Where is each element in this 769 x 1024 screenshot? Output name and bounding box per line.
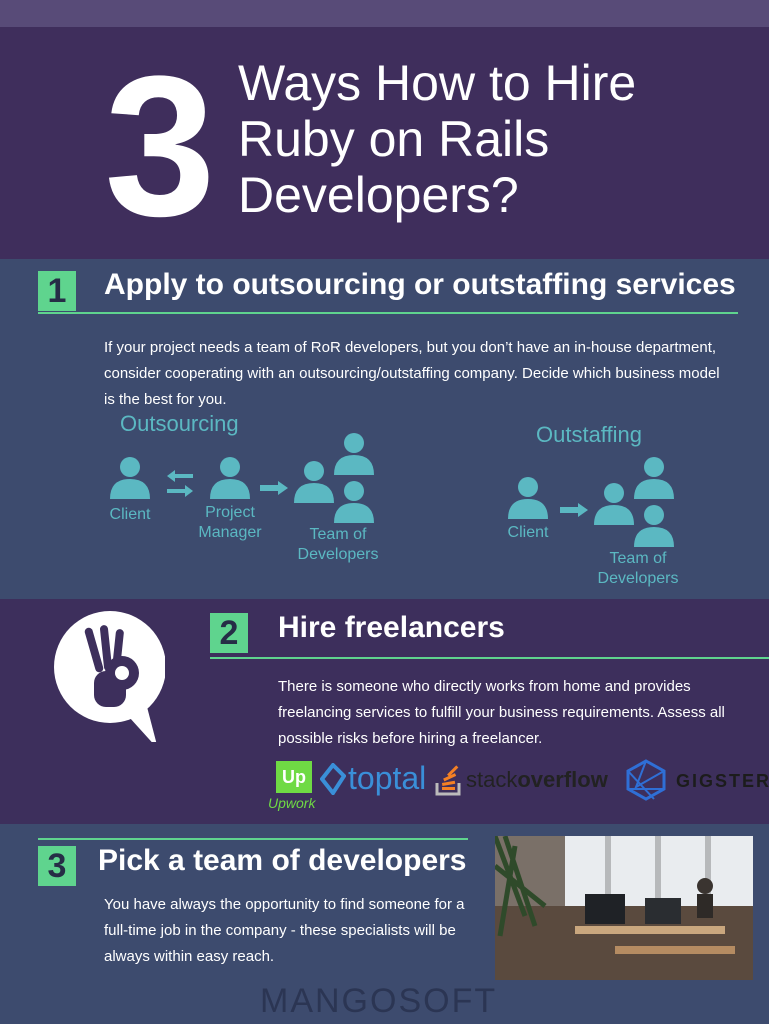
office-photo [495, 836, 753, 980]
hero-banner: 3 Ways How to Hire Ruby on Rails Develop… [0, 27, 769, 259]
footer-brand: MANGOSOFT [260, 982, 498, 1020]
section-underline [210, 657, 769, 659]
developer-person-icon [334, 433, 374, 475]
developer-person-icon [634, 457, 674, 499]
arrow-right-icon [260, 481, 288, 495]
section-text: There is someone who directly works from… [278, 678, 725, 747]
client-person-icon [508, 477, 548, 519]
outstaffing-title: Outstaffing [536, 422, 642, 447]
stackoverflow-light-text: stack [466, 767, 518, 792]
toptal-logo-text: toptal [348, 760, 427, 796]
section-freelancers: 2 Hire freelancers There is someone who … [0, 599, 769, 824]
developer-person-icon [634, 505, 674, 547]
developer-person-icon [294, 461, 334, 503]
developer-person-icon [594, 483, 634, 525]
section-text: If your project needs a team of RoR deve… [104, 339, 720, 408]
team-label: Team of Developers [288, 525, 388, 565]
hero-title-line: Ruby on Rails [238, 111, 550, 167]
client-label: Client [507, 524, 549, 541]
toptal-diamond-icon [320, 763, 346, 795]
section-heading: Hire freelancers [278, 611, 505, 644]
section-outsourcing: 1 Apply to outsourcing or outstaffing se… [0, 259, 769, 599]
stackoverflow-icon [435, 765, 461, 796]
section-number: 3 [38, 846, 76, 886]
team-label: Team of Developers [588, 549, 688, 589]
stackoverflow-logo-text: stackoverflow [466, 767, 608, 793]
stackoverflow-bold-text: overflow [517, 767, 608, 792]
team-label-line: Developers [597, 570, 679, 587]
hero-number: 3 [104, 35, 216, 258]
gigster-logo-text: GIGSTER [676, 771, 769, 791]
upwork-logo-text: Upwork [268, 795, 316, 811]
section-heading: Pick a team of developers [98, 844, 467, 877]
swap-arrows-icon [167, 470, 193, 497]
outsourcing-title: Outsourcing [120, 411, 239, 436]
hero-title: Ways How to Hire Ruby on Rails Developer… [238, 55, 758, 223]
gigster-polygon-icon [626, 759, 666, 801]
hero-title-line: Developers? [238, 167, 519, 223]
section-heading: Apply to outsourcing or outstaffing serv… [104, 268, 736, 301]
section-text: You have always the opportunity to find … [104, 896, 465, 965]
top-strip [0, 0, 769, 27]
manager-label: Project Manager [188, 503, 272, 543]
manager-label-line: Project [205, 504, 255, 521]
team-label-line: Team of [309, 526, 367, 543]
section-number: 2 [210, 613, 248, 653]
office-photo-illustration [495, 836, 753, 980]
section-underline [38, 838, 468, 840]
ok-hand-bubble-icon [54, 611, 165, 742]
team-label-line: Developers [297, 546, 379, 563]
manager-label-line: Manager [198, 524, 262, 541]
manager-person-icon [210, 457, 250, 499]
upwork-logo-badge: Up [276, 761, 312, 793]
section-number: 1 [38, 271, 76, 311]
hero-title-line: Ways How to Hire [238, 55, 637, 111]
team-label-line: Team of [609, 550, 667, 567]
client-person-icon [110, 457, 150, 499]
developer-person-icon [334, 481, 374, 523]
client-label: Client [109, 506, 151, 523]
section-underline [38, 312, 738, 314]
arrow-right-icon [560, 503, 588, 517]
